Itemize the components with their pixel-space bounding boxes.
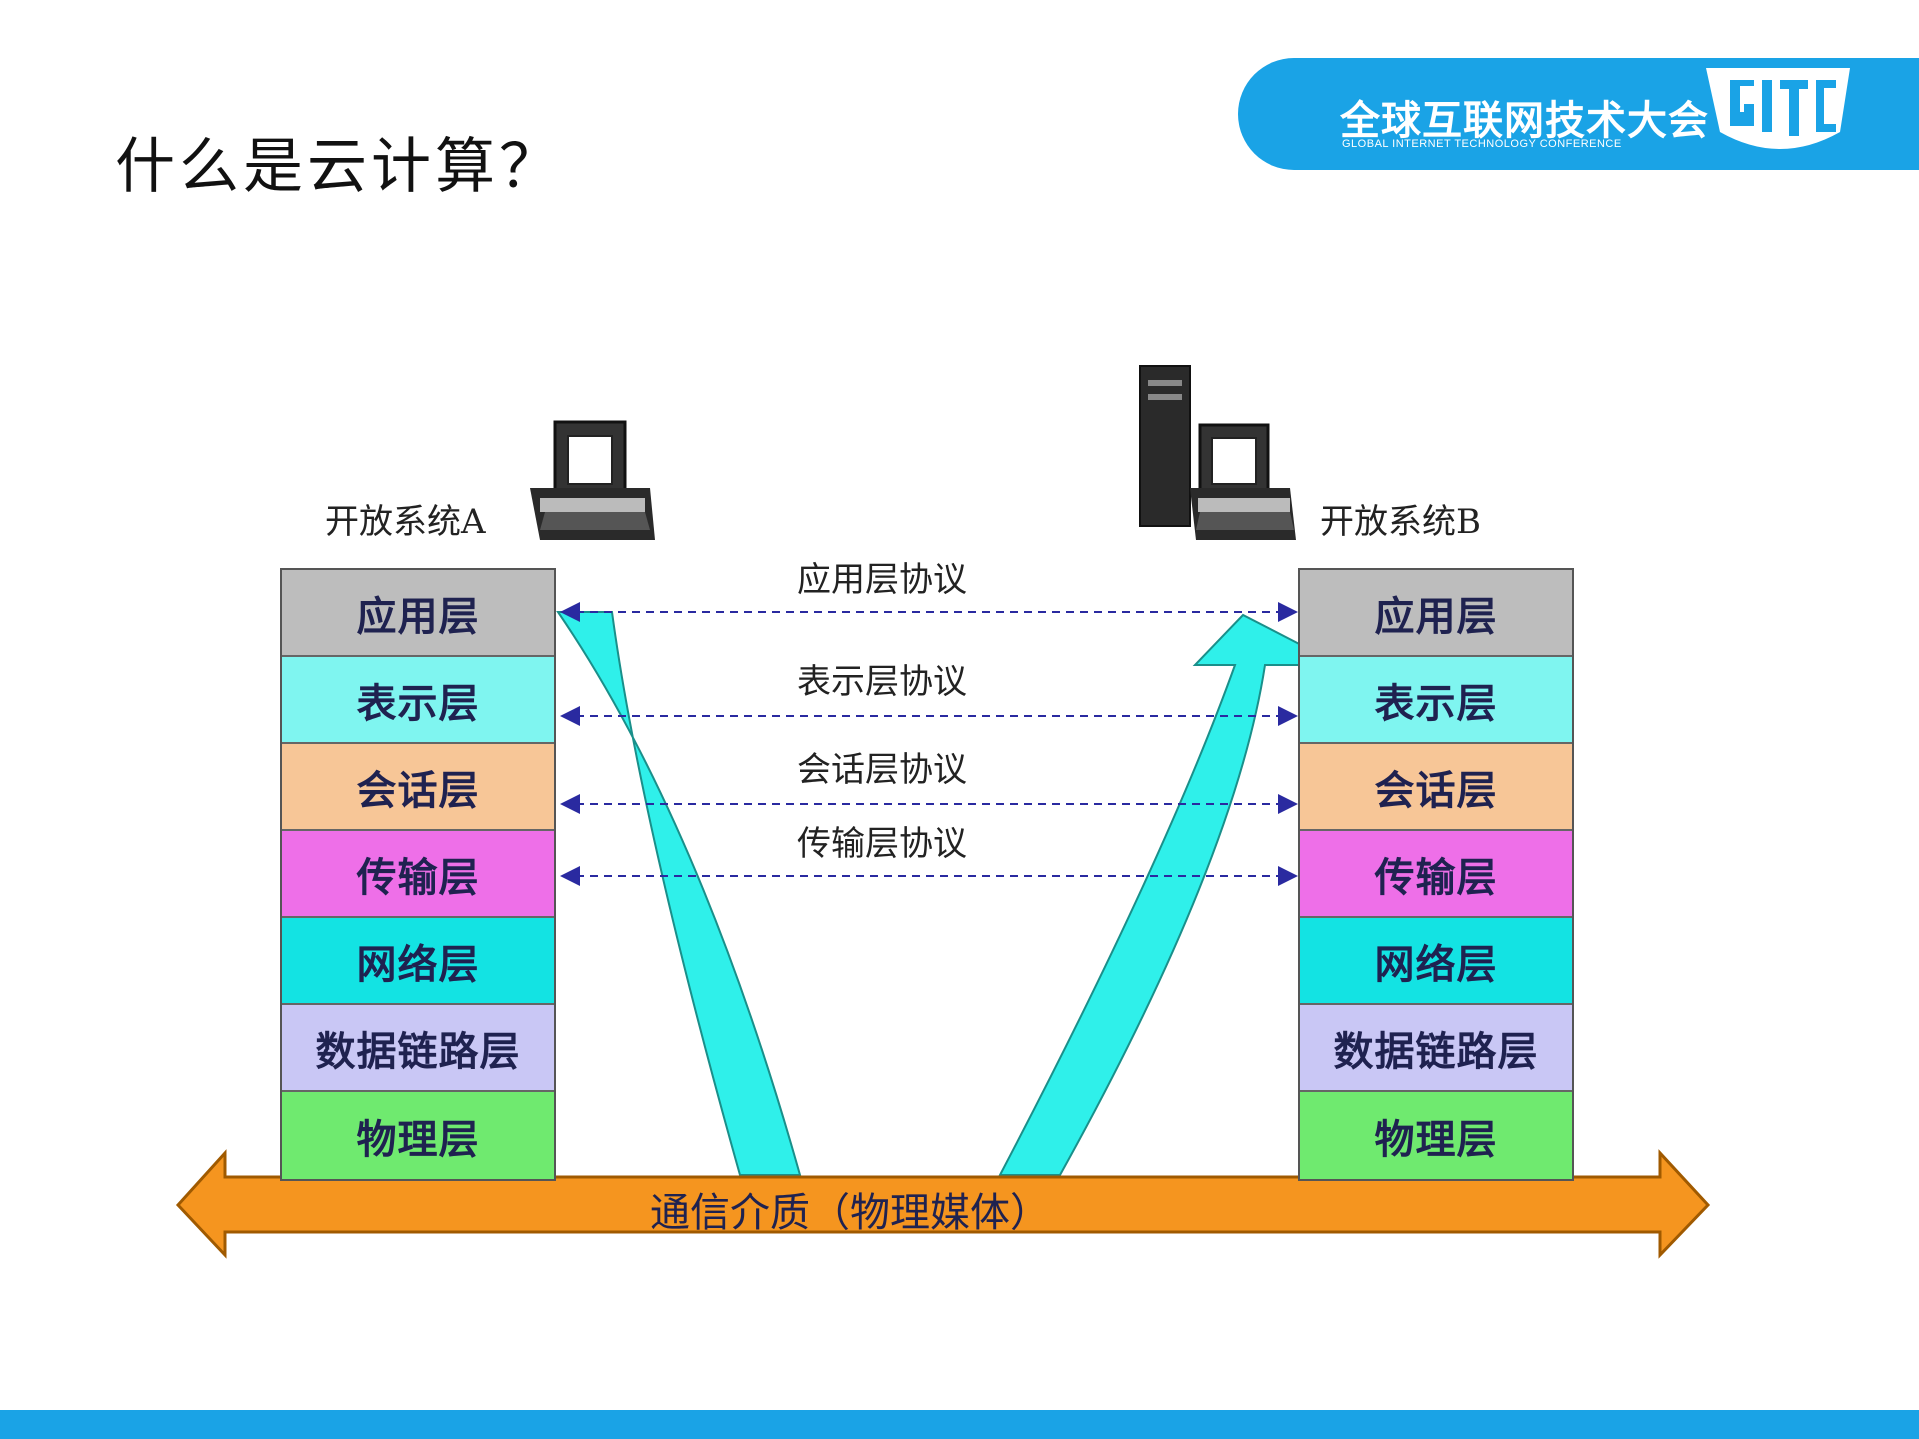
data-flow-arrow [556,611,802,1176]
gitc-shield-icon [1706,68,1850,149]
layer-presentation-a: 表示层 [282,657,554,744]
layer-datalink-a: 数据链路层 [282,1005,554,1092]
protocol-label-application: 应用层协议 [797,560,967,600]
computer-b-icon [1139,365,1296,540]
osi-stack-a: 应用层 表示层 会话层 传输层 网络层 数据链路层 物理层 [280,568,556,1181]
footer-accent-bar [0,1410,1919,1439]
protocol-label-transport: 传输层协议 [797,824,967,864]
slide-title: 什么是云计算？ [115,132,563,202]
layer-network-b: 网络层 [1300,918,1572,1005]
layer-session-b: 会话层 [1300,744,1572,831]
data-flow-arrow-up [998,613,1341,1176]
layer-physical-a: 物理层 [282,1092,554,1179]
protocol-label-presentation: 表示层协议 [797,662,967,702]
osi-stack-b: 应用层 表示层 会话层 传输层 网络层 数据链路层 物理层 [1298,568,1574,1181]
protocol-label-session: 会话层协议 [797,750,967,790]
communication-medium-label: 通信介质（物理媒体） [650,1190,1050,1236]
layer-application-a: 应用层 [282,570,554,657]
system-b-label: 开放系统B [1320,502,1481,542]
layer-physical-b: 物理层 [1300,1092,1572,1179]
layer-network-a: 网络层 [282,918,554,1005]
logo-text-en: GLOBAL INTERNET TECHNOLOGY CONFERENCE [1342,138,1622,150]
layer-session-a: 会话层 [282,744,554,831]
layer-transport-b: 传输层 [1300,831,1572,918]
logo-text-cn: 全球互联网技术大会 [1340,98,1709,144]
layer-application-b: 应用层 [1300,570,1572,657]
layer-datalink-b: 数据链路层 [1300,1005,1572,1092]
computer-a-icon [530,420,655,540]
system-a-label: 开放系统A [325,502,486,542]
conference-logo-banner: 全球互联网技术大会 GLOBAL INTERNET TECHNOLOGY CON… [1238,58,1919,170]
layer-transport-a: 传输层 [282,831,554,918]
layer-presentation-b: 表示层 [1300,657,1572,744]
